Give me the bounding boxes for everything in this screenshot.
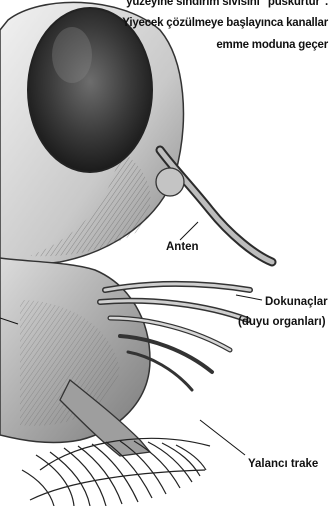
pseudotrachea-pointer-line xyxy=(200,420,245,455)
tentacles-pointer-line xyxy=(236,295,262,300)
antenna-pointer-line xyxy=(180,222,198,240)
antenna-label: Anten xyxy=(166,240,199,254)
caption-line-2: Yiyecek çözülmeye başlayınca kanallar xyxy=(122,15,328,31)
antenna-base xyxy=(156,168,184,196)
caption-line-1: yüzeyine sindirim sıvısını "püskürtür". xyxy=(126,0,328,10)
eye-highlight xyxy=(52,27,92,83)
tentacles-label: Dokunaçlar xyxy=(265,295,328,309)
compound-eye xyxy=(28,8,152,172)
pseudotrachea-label: Yalancı trake xyxy=(248,457,318,471)
tentacles-sublabel: (duyu organları) xyxy=(238,315,326,329)
caption-line-3: emme moduna geçer xyxy=(216,37,328,53)
